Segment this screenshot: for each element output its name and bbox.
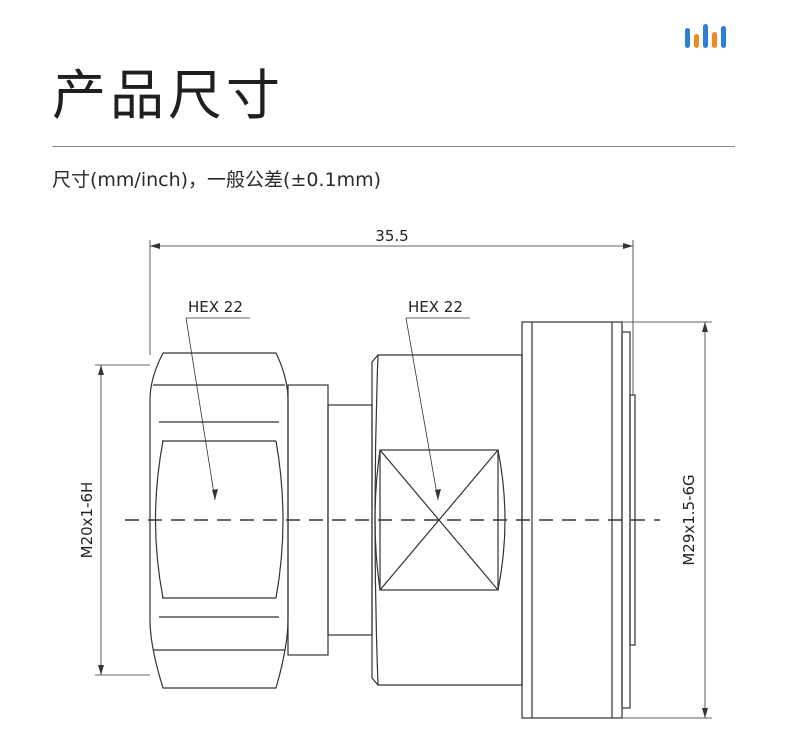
left-hex-nut [149,352,289,689]
middle-hex-body [371,354,523,686]
left-thread-label: M20x1-6H [78,482,96,559]
arrow-left [150,243,160,249]
logo-bar-3 [703,24,708,48]
logo-bar-1 [685,28,690,48]
header-divider [52,146,735,147]
right-hex-callout: HEX 22 [405,298,470,501]
logo-bar-4 [712,32,717,48]
overall-length-label: 35.5 [375,227,408,245]
left-hex-callout: HEX 22 [185,298,250,501]
overall-length-dimension: 35.5 [149,227,634,395]
left-thread-dimension: M20x1-6H [78,364,150,676]
left-hex-label: HEX 22 [188,298,243,316]
right-thread-dimension: M29x1.5-6G [622,321,712,719]
right-thread-label: M29x1.5-6G [680,474,698,565]
flat-cross-b [379,449,499,591]
arrow-right [623,243,633,249]
logo-bar-2 [694,34,699,48]
tolerance-subtitle: 尺寸(mm/inch)，一般公差(±0.1mm) [52,169,382,191]
page-title: 产品尺寸 [52,64,284,127]
audio-bars-logo-icon [683,22,731,50]
right-hex-label: HEX 22 [408,298,463,316]
logo-bar-5 [721,26,726,48]
